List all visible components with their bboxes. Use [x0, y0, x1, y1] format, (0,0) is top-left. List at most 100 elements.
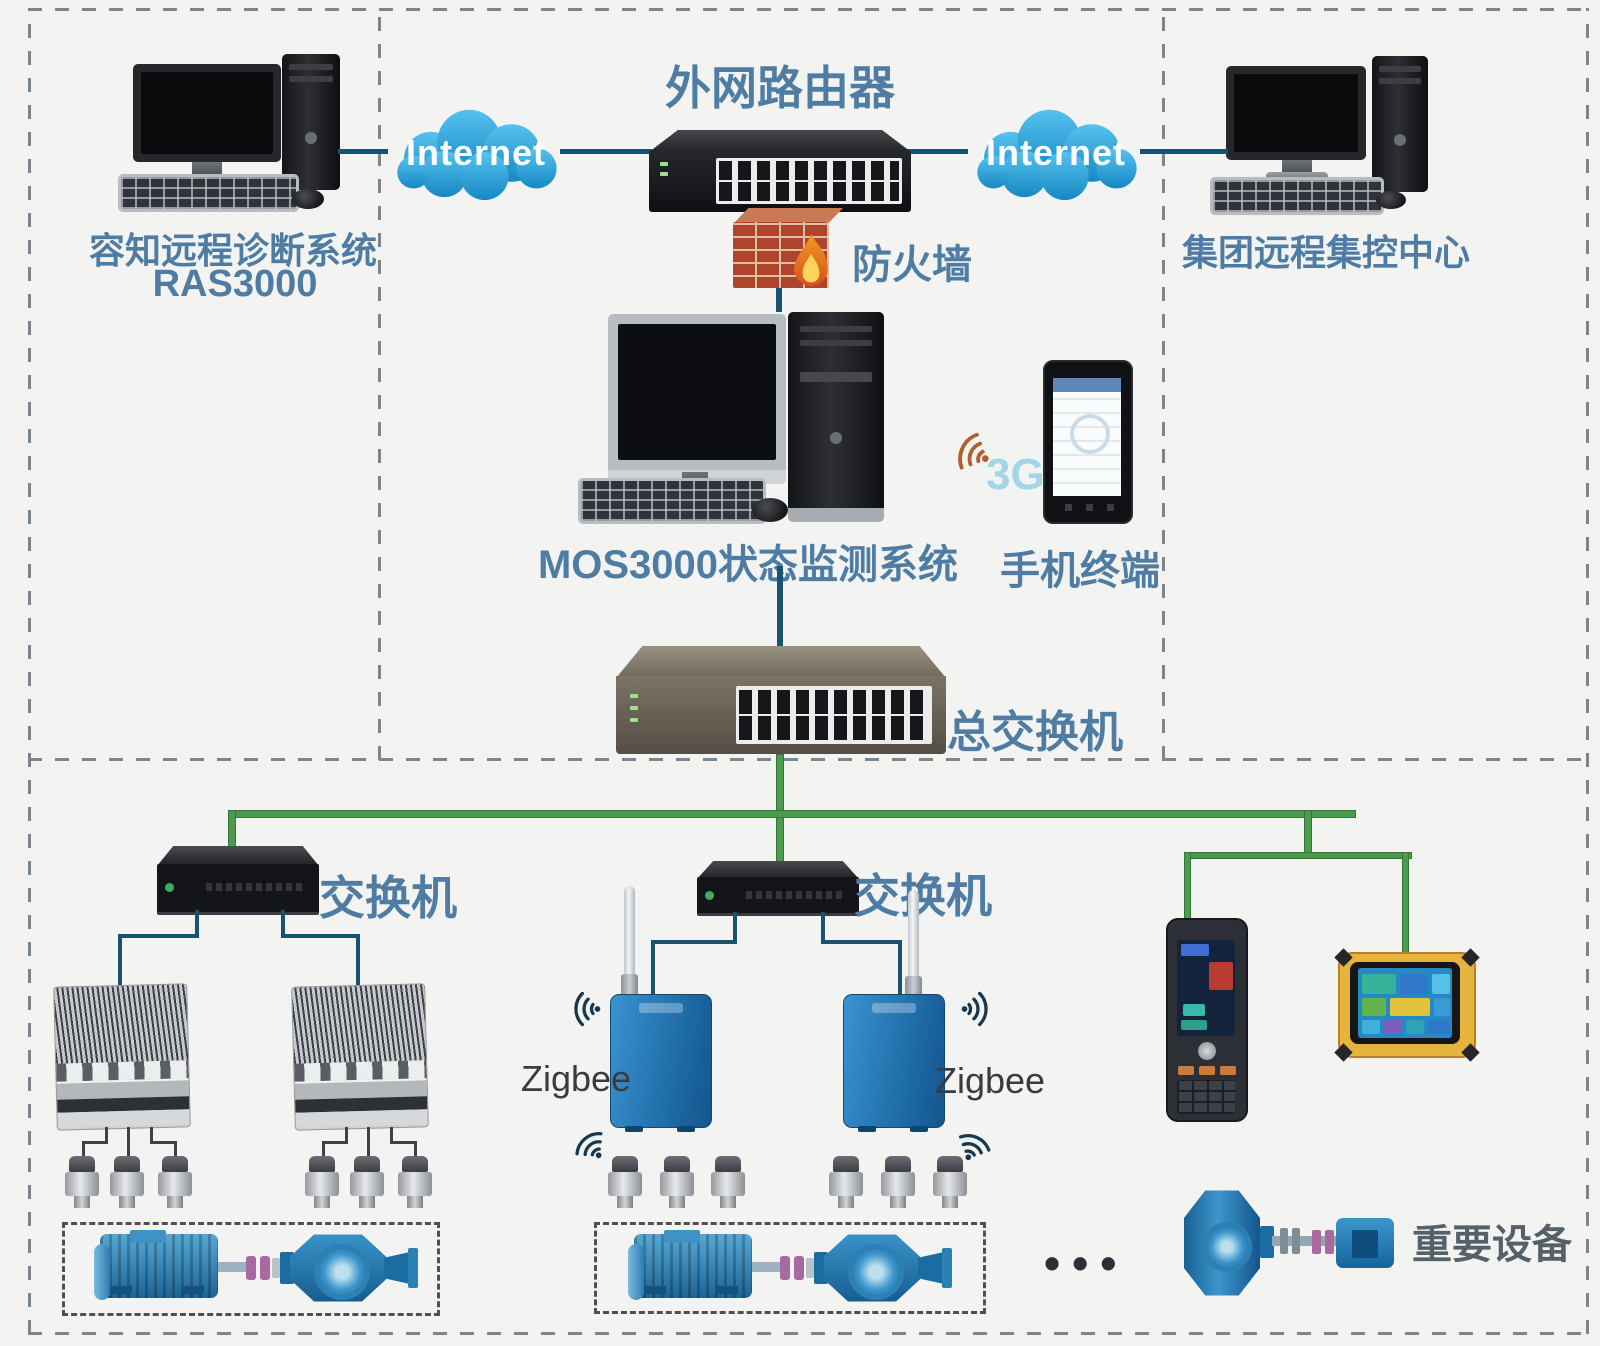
wire	[150, 1141, 177, 1144]
antenna-icon	[908, 890, 919, 984]
vibration-sensor	[305, 1156, 339, 1210]
link-router-internet	[906, 149, 968, 154]
link-internet-router	[560, 149, 652, 154]
green-junction-right	[1304, 810, 1312, 858]
wire	[390, 1141, 417, 1144]
wire	[733, 912, 737, 944]
machine-boundary-left	[62, 1222, 440, 1316]
ellipsis: •••	[1044, 1237, 1129, 1289]
wireless-sensor	[933, 1156, 967, 1210]
wireless-sensor	[660, 1156, 694, 1210]
wireless-sensor	[608, 1156, 642, 1210]
outer-border-left	[28, 8, 31, 1334]
zigbee-right-label: Zigbee	[934, 1060, 1046, 1101]
wireless-sensor	[829, 1156, 863, 1210]
wire	[414, 1141, 417, 1158]
motor-pump-set-left	[94, 1228, 420, 1312]
control-center-label: 集团远程集控中心	[1181, 232, 1471, 273]
ras3000-label-line1: 容知远程诊断系统	[88, 230, 378, 271]
wire	[118, 934, 199, 938]
link-internet-center	[1140, 149, 1228, 154]
wire	[367, 1127, 370, 1158]
zigbee-gateway-right	[843, 994, 945, 1132]
router-title: 外网路由器	[665, 62, 895, 114]
flame-icon	[794, 234, 828, 286]
tower-icon	[282, 54, 340, 190]
machine-boundary-middle	[594, 1222, 986, 1314]
handheld-terminal	[1166, 918, 1248, 1122]
zigbee-gateway-left	[610, 994, 712, 1132]
tower-icon	[788, 312, 884, 522]
green-drop-left-switch	[228, 810, 236, 852]
rugged-tablet	[1334, 948, 1480, 1062]
motor-pump-set-middle	[628, 1228, 954, 1312]
important-equipment	[1184, 1180, 1399, 1305]
link-ras-internet	[338, 149, 388, 154]
wireless-sensor	[711, 1156, 745, 1210]
wire	[898, 940, 902, 994]
wire	[356, 934, 360, 986]
outer-border-top	[28, 8, 1588, 11]
firewall-label: 防火墙	[852, 243, 972, 287]
keyboard-icon	[1210, 177, 1384, 215]
green-bus-2	[1184, 852, 1412, 859]
main-switch-ports	[736, 686, 932, 744]
vibration-sensor	[350, 1156, 384, 1210]
divider-horizontal	[28, 758, 1588, 761]
wireless-sensor	[881, 1156, 915, 1210]
keyboard-icon	[118, 174, 299, 212]
divider-right-column	[1162, 8, 1165, 760]
motor-icon	[628, 1230, 752, 1300]
network-3g-label: 3G	[986, 450, 1045, 499]
left-switch-label: 交换机	[319, 872, 457, 924]
wire	[651, 940, 655, 994]
antenna-icon	[624, 886, 635, 982]
data-collector-2	[291, 983, 429, 1131]
zigbee-left-label: Zigbee	[520, 1058, 632, 1099]
monitor-icon	[1226, 66, 1366, 160]
mobile-terminal-label: 手机终端	[1000, 549, 1160, 593]
mouse-icon	[1376, 191, 1406, 209]
wire	[105, 1127, 108, 1144]
wire	[174, 1141, 177, 1158]
wire	[281, 934, 360, 938]
wire	[150, 1127, 153, 1144]
vibration-sensor	[110, 1156, 144, 1210]
wire	[821, 940, 902, 944]
vibration-sensor	[158, 1156, 192, 1210]
wire	[651, 940, 737, 944]
wire	[281, 910, 285, 938]
data-collector-1	[53, 983, 191, 1131]
important-equipment-label: 重要设备	[1412, 1223, 1572, 1267]
ras3000-label-line2: RAS3000	[152, 263, 318, 305]
wire	[127, 1127, 130, 1158]
monitor-icon	[133, 64, 281, 162]
router-ports	[716, 158, 902, 204]
motor-icon	[94, 1230, 218, 1300]
tower-icon	[1372, 56, 1428, 192]
outer-border-right	[1586, 8, 1589, 1334]
wire	[82, 1141, 108, 1144]
wire	[322, 1141, 325, 1158]
mos3000-label: MOS3000状态监测系统	[537, 543, 959, 587]
middle-switch-label: 交换机	[854, 870, 992, 922]
vibration-sensor	[65, 1156, 99, 1210]
green-drop-pda	[1184, 852, 1191, 922]
mouse-icon	[292, 189, 324, 209]
wire	[195, 910, 199, 938]
wire	[118, 934, 122, 986]
monitor-icon	[608, 314, 786, 484]
outer-border-bottom	[28, 1332, 1588, 1335]
keyboard-icon	[578, 478, 766, 524]
link-server-mainswitch	[777, 566, 783, 656]
green-bus-1	[228, 810, 1356, 818]
wire	[322, 1141, 348, 1144]
mouse-icon	[752, 498, 788, 522]
wire	[390, 1127, 393, 1144]
divider-left-column	[378, 8, 381, 760]
wire	[821, 912, 825, 944]
wifi-icon	[961, 991, 995, 1027]
green-drop-tablet	[1402, 852, 1409, 958]
main-switch-label: 总交换机	[947, 708, 1123, 757]
